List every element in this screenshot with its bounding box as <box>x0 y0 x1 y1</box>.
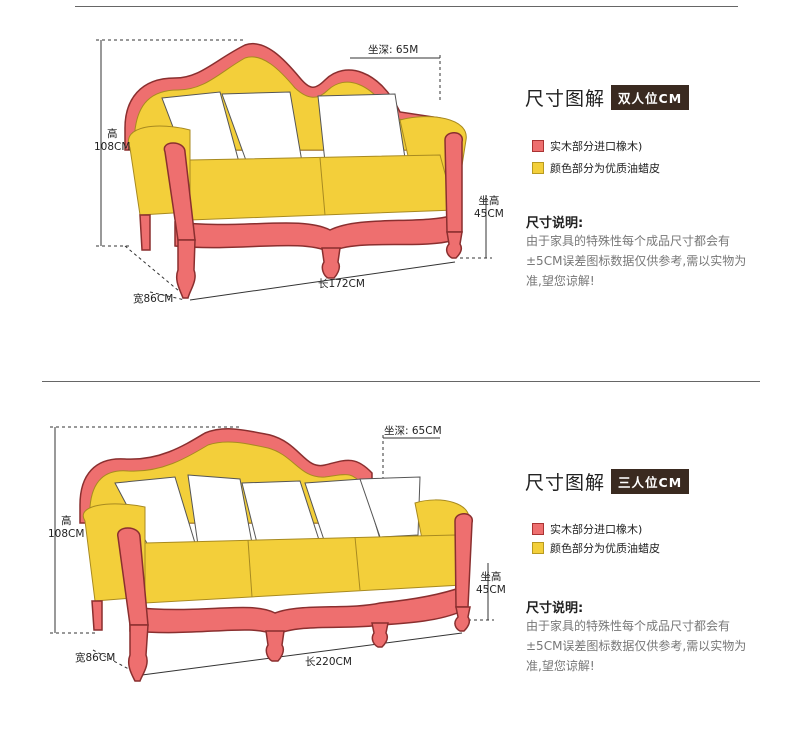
wood-swatch-icon <box>532 140 544 152</box>
three-seater-sofa-diagram <box>50 426 494 682</box>
legend-fabric: 颜色部分为优质油蜡皮 <box>532 160 660 176</box>
dim-width: 宽86CM <box>75 652 116 664</box>
title-row: 尺寸图解 双人位CM <box>525 84 690 111</box>
note-body: 由于家具的特殊性每个成品尺寸都会有±5CM误差图标数据仅供参考,需以实物为准,望… <box>526 619 747 673</box>
legend-fabric: 颜色部分为优质油蜡皮 <box>532 540 660 556</box>
diagram-title: 尺寸图解 <box>525 88 606 110</box>
dim-seat-depth: 坐深: 65CM <box>384 425 442 437</box>
section-three-seater: 高 108CM 坐深: 65CM 坐高 45CM 宽86CM 长220CM 尺寸… <box>0 375 790 749</box>
two-seater-sofa-diagram <box>96 39 492 301</box>
wood-swatch-icon <box>532 523 544 535</box>
divider-line <box>75 6 738 7</box>
legend-wood: 实木部分进口橡木) <box>532 138 642 154</box>
dim-length: 长172CM <box>318 278 365 290</box>
diagram-title: 尺寸图解 <box>525 472 606 494</box>
note-title: 尺寸说明: <box>526 601 584 616</box>
size-badge: 三人位CM <box>611 469 690 494</box>
dim-length: 长220CM <box>305 656 352 668</box>
fabric-swatch-icon <box>532 162 544 174</box>
legend-wood-label: 实木部分进口橡木) <box>550 523 643 536</box>
note-title: 尺寸说明: <box>526 216 584 231</box>
dimension-lines <box>96 39 492 301</box>
size-badge: 双人位CM <box>611 85 690 110</box>
note-body: 由于家具的特殊性每个成品尺寸都会有±5CM误差图标数据仅供参考,需以实物为准,望… <box>526 234 747 288</box>
legend-wood-label: 实木部分进口橡木) <box>550 140 643 153</box>
fabric-swatch-icon <box>532 542 544 554</box>
dim-width: 宽86CM <box>133 293 174 305</box>
dim-height: 高 108CM <box>94 128 131 154</box>
dimension-lines <box>50 426 494 676</box>
legend-fabric-label: 颜色部分为优质油蜡皮 <box>550 162 660 175</box>
dim-seat-height: 坐高 45CM <box>476 571 506 597</box>
dim-height: 高 108CM <box>48 515 85 541</box>
legend-wood: 实木部分进口橡木) <box>532 521 642 537</box>
section-two-seater: 高 108CM 坐深: 65M 坐高 45CM 宽86CM 长172CM 尺寸图… <box>0 0 790 374</box>
dim-seat-depth: 坐深: 65M <box>368 44 419 56</box>
title-row: 尺寸图解 三人位CM <box>525 468 690 495</box>
divider-line <box>42 381 760 382</box>
dim-seat-height: 坐高 45CM <box>474 195 504 221</box>
legend-fabric-label: 颜色部分为优质油蜡皮 <box>550 542 660 555</box>
